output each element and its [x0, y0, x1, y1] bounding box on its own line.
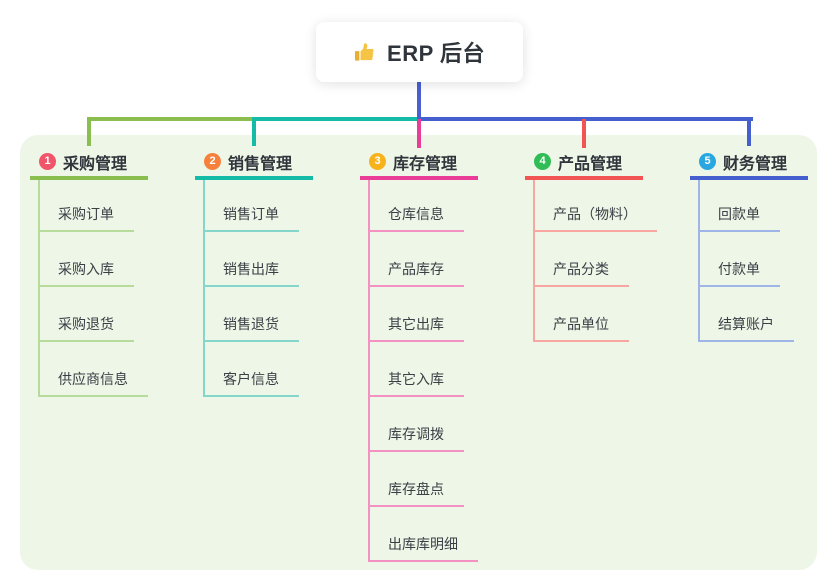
- branch-header-4[interactable]: 4 产品管理: [525, 147, 643, 176]
- branch-number-badge: 1: [39, 153, 56, 170]
- thumbs-up-icon: [354, 41, 377, 64]
- connector-line: [690, 176, 808, 180]
- connector-line: [525, 176, 643, 180]
- branch-title: 采购管理: [63, 155, 128, 173]
- branch-child-item[interactable]: 其它入库: [368, 368, 464, 397]
- branch-child-item[interactable]: 结算账户: [698, 313, 794, 342]
- connector-line: [87, 117, 256, 121]
- connector-line: [30, 176, 148, 180]
- branch-child-item[interactable]: 销售出库: [203, 258, 299, 287]
- branch-child-item[interactable]: 产品库存: [368, 258, 464, 287]
- branch-child-item[interactable]: 产品单位: [533, 313, 629, 342]
- connector-line: [698, 180, 700, 342]
- connector-line: [87, 117, 91, 146]
- branch-title: 财务管理: [723, 155, 788, 173]
- connector-line: [582, 119, 586, 148]
- branch-child-item[interactable]: 客户信息: [203, 368, 299, 397]
- branch-title: 销售管理: [228, 155, 293, 173]
- connector-line: [360, 176, 478, 180]
- connector-line: [252, 117, 421, 121]
- branch-child-item[interactable]: 供应商信息: [38, 368, 148, 397]
- branch-header-1[interactable]: 1 采购管理: [30, 147, 148, 176]
- connector-line: [195, 176, 313, 180]
- branch-child-item[interactable]: 产品（物料）: [533, 203, 657, 232]
- branch-child-item[interactable]: 采购退货: [38, 313, 134, 342]
- branch-number-badge: 2: [204, 153, 221, 170]
- connector-line: [417, 119, 421, 148]
- branch-child-item[interactable]: 采购订单: [38, 203, 134, 232]
- branch-header-3[interactable]: 3 库存管理: [360, 147, 478, 176]
- connector-line: [533, 180, 535, 342]
- branch-title: 库存管理: [393, 155, 458, 173]
- branches-panel: [20, 135, 817, 570]
- connector-line: [203, 180, 205, 397]
- branch-child-item[interactable]: 销售退货: [203, 313, 299, 342]
- branch-child-item[interactable]: 产品分类: [533, 258, 629, 287]
- connector-line: [747, 117, 751, 146]
- branch-number-badge: 3: [369, 153, 386, 170]
- branch-child-item[interactable]: 库存盘点: [368, 478, 464, 507]
- branch-header-5[interactable]: 5 财务管理: [690, 147, 808, 176]
- branch-child-item[interactable]: 销售订单: [203, 203, 299, 232]
- branch-child-item[interactable]: 库存调拨: [368, 423, 464, 452]
- branch-child-item[interactable]: 仓库信息: [368, 203, 464, 232]
- branch-child-item[interactable]: 其它出库: [368, 313, 464, 342]
- branch-child-item[interactable]: 付款单: [698, 258, 780, 287]
- branch-child-item[interactable]: 出库库明细: [368, 533, 478, 562]
- root-node[interactable]: ERP 后台: [316, 22, 523, 82]
- branch-header-2[interactable]: 2 销售管理: [195, 147, 313, 176]
- connector-line: [417, 82, 421, 121]
- branch-number-badge: 4: [534, 153, 551, 170]
- branch-title: 产品管理: [558, 155, 623, 173]
- connector-line: [368, 180, 370, 562]
- connector-line: [38, 180, 40, 397]
- connector-line: [252, 117, 256, 146]
- branch-child-item[interactable]: 回款单: [698, 203, 780, 232]
- root-label: ERP 后台: [387, 41, 485, 66]
- branch-child-item[interactable]: 采购入库: [38, 258, 134, 287]
- branch-number-badge: 5: [699, 153, 716, 170]
